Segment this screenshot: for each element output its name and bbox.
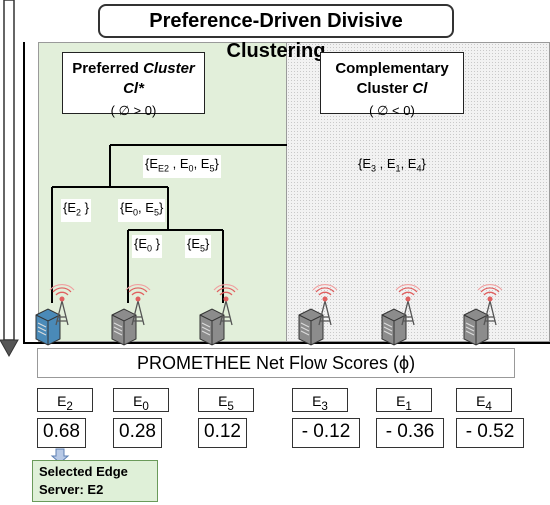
score-name-e5: E5 bbox=[198, 388, 254, 413]
score-name-e1: E1 bbox=[376, 388, 432, 413]
score-value-e1: - 0.36 bbox=[376, 418, 444, 448]
leaf-e0-label: {E0 } bbox=[132, 235, 162, 258]
score-name-e3: E3 bbox=[292, 388, 348, 413]
left-axis-line bbox=[23, 42, 25, 344]
complementary-line2: Cluster bbox=[356, 80, 409, 97]
net-flow-header: PROMETHEE Net Flow Scores (ϕ) bbox=[37, 348, 515, 378]
down-arrow-icon bbox=[50, 448, 70, 464]
selected-edge-server-box: Selected Edge Server: E2 bbox=[32, 460, 158, 502]
score-value-e4: - 0.52 bbox=[456, 418, 524, 448]
score-name-e2: E2 bbox=[37, 388, 93, 413]
selected-line1: Selected Edge bbox=[39, 464, 128, 479]
score-name-e4: E4 bbox=[456, 388, 512, 413]
complementary-condition: ( ∅ < 0) bbox=[369, 103, 415, 118]
complementary-line2-italic: Cl bbox=[412, 80, 428, 97]
score-name-e0: E0 bbox=[113, 388, 169, 413]
preferred-line2: Cl* bbox=[123, 80, 144, 97]
diagram-title: Preference-Driven Divisive Clustering bbox=[98, 4, 454, 62]
root-set-label: {EE2 , E0, E5} bbox=[143, 155, 221, 178]
complementary-cluster-box: Complementary Cluster Cl ( ∅ < 0) bbox=[320, 52, 464, 118]
preferred-line1-italic: Cluster bbox=[143, 60, 195, 77]
score-value-e2: 0.68 bbox=[37, 418, 86, 448]
bottom-axis-line bbox=[23, 342, 550, 344]
score-value-e0: 0.28 bbox=[113, 418, 162, 448]
leaf-e5-label: {E5} bbox=[185, 235, 212, 258]
preferred-cluster-box: Preferred Cluster Cl* ( ∅ > 0) bbox=[62, 52, 205, 118]
root-e2-sub: E2 bbox=[158, 163, 170, 174]
complementary-line1: Complementary bbox=[335, 60, 449, 77]
selected-line2: Server: E2 bbox=[39, 482, 104, 497]
score-value-e3: - 0.12 bbox=[292, 418, 360, 448]
left-set-label: {E2 } bbox=[61, 199, 91, 222]
mid-set-label: {E0, E5} bbox=[118, 199, 166, 222]
preferred-line1: Preferred bbox=[72, 60, 139, 77]
down-arrow-icon bbox=[0, 339, 19, 358]
score-value-e5: 0.12 bbox=[198, 418, 247, 448]
complementary-set-label: {E3 , E1, E4} bbox=[358, 156, 426, 174]
preferred-condition: ( ∅ > 0) bbox=[110, 103, 157, 118]
